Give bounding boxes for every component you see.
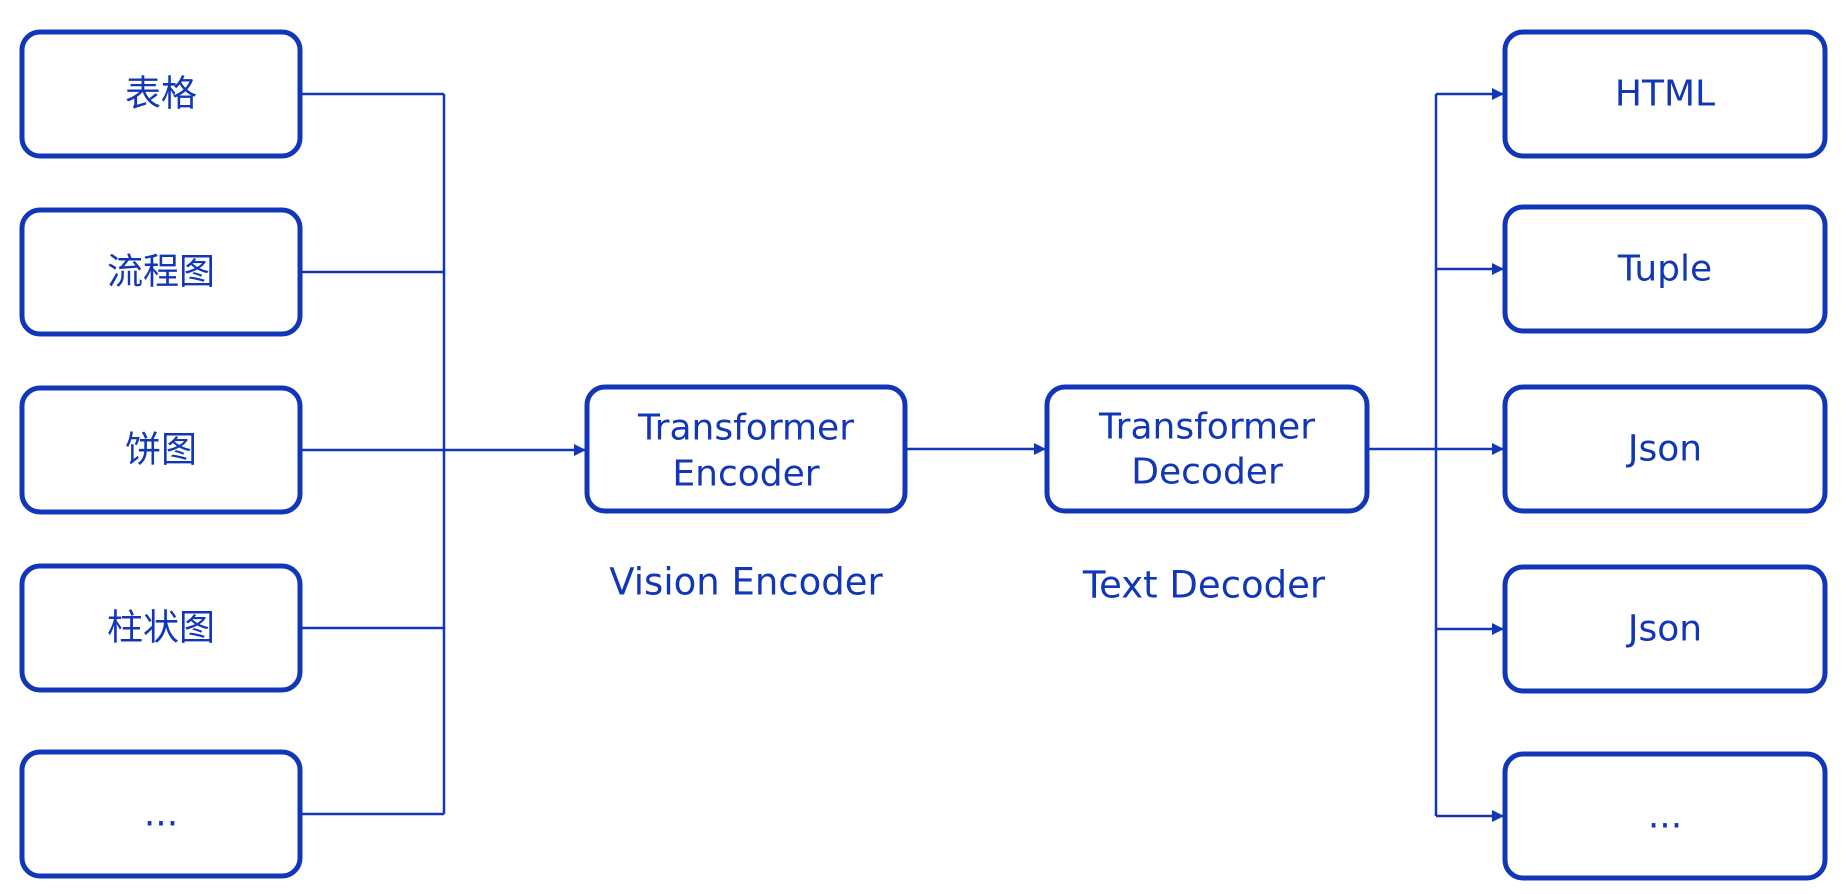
encoder-label-line2: Encoder	[672, 454, 819, 495]
output-box: ...	[1502, 751, 1828, 881]
output-label: Tuple	[1617, 249, 1712, 290]
input-box: 饼图	[19, 385, 303, 515]
output-label: Json	[1626, 609, 1702, 650]
input-label: 饼图	[125, 430, 197, 471]
output-connectors	[1369, 88, 1504, 822]
output-label: ...	[1648, 796, 1682, 837]
input-label: 流程图	[107, 252, 215, 293]
input-box: ...	[19, 749, 303, 879]
output-box: HTML	[1502, 29, 1828, 159]
decoder-label-line2: Decoder	[1131, 452, 1283, 493]
input-box: 流程图	[19, 207, 303, 337]
output-label: Json	[1626, 429, 1702, 470]
decoder-label-line1: Transformer	[1098, 407, 1315, 448]
encoder-caption: Vision Encoder	[609, 561, 883, 604]
output-box: Tuple	[1502, 204, 1828, 334]
encoder-box: Transformer Encoder	[584, 384, 908, 514]
input-label: ...	[144, 794, 178, 835]
decoder-box: Transformer Decoder	[1044, 384, 1370, 514]
encoder-label-line1: Transformer	[637, 408, 854, 449]
input-connectors	[302, 92, 586, 816]
input-label: 表格	[125, 74, 197, 115]
input-box: 柱状图	[19, 563, 303, 693]
output-box: Json	[1502, 384, 1828, 514]
output-box: Json	[1502, 564, 1828, 694]
decoder-caption: Text Decoder	[1082, 564, 1326, 607]
input-box: 表格	[19, 29, 303, 159]
output-label: HTML	[1615, 74, 1715, 115]
input-label: 柱状图	[107, 608, 215, 649]
